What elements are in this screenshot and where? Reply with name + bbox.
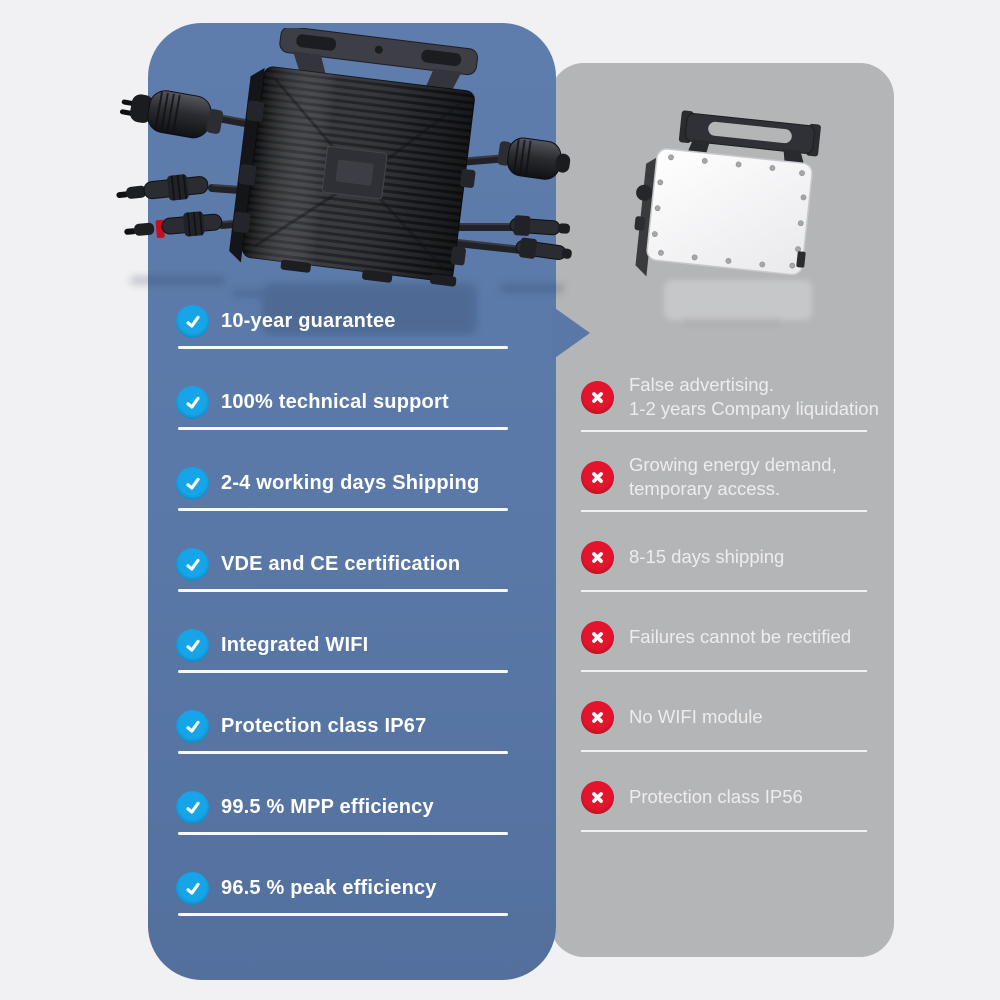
- screws: [651, 154, 807, 269]
- check-icon: [176, 386, 209, 419]
- ac-connector-right: [497, 137, 571, 180]
- drawback-item: Failures cannot be rectified: [581, 597, 873, 677]
- drawback-text: No WIFI module: [629, 705, 763, 729]
- mc4-connector-1: [116, 174, 209, 201]
- ac-connector-left: [119, 90, 224, 139]
- white-housing: [646, 148, 813, 276]
- drawback-line: Protection class IP56: [629, 786, 803, 807]
- drawback-line: temporary access.: [629, 478, 781, 499]
- speech-pointer: [552, 306, 590, 360]
- drawback-text: Growing energy demand, temporary access.: [629, 453, 837, 501]
- benefit-text: Integrated WIFI: [221, 634, 369, 656]
- check-icon: [176, 710, 209, 743]
- drawback-line: Failures cannot be rectified: [629, 626, 852, 647]
- drawback-text: Failures cannot be rectified: [629, 625, 851, 649]
- mc4-connector-2: [124, 211, 223, 239]
- check-icon: [176, 467, 209, 500]
- drawback-item: Growing energy demand, temporary access.: [581, 437, 873, 517]
- benefit-item: VDE and CE certification: [176, 524, 512, 605]
- benefit-item: Integrated WIFI: [176, 605, 512, 686]
- drawback-text: 8-15 days shipping: [629, 545, 784, 569]
- x-icon: [581, 540, 614, 574]
- x-icon: [581, 620, 614, 654]
- drawback-item: False advertising. 1-2 years Company liq…: [581, 357, 879, 437]
- drawback-line: False advertising.: [629, 374, 774, 395]
- black-micro-inverter-image: [116, 28, 572, 335]
- benefit-text: Protection class IP67: [221, 715, 427, 737]
- benefit-item: 2-4 working days Shipping: [176, 443, 512, 524]
- disadvantages-list: False advertising. 1-2 years Company liq…: [581, 357, 879, 837]
- drawback-text: False advertising. 1-2 years Company liq…: [629, 373, 879, 421]
- drawback-item: Protection class IP56: [581, 757, 873, 837]
- check-icon: [176, 872, 209, 905]
- benefit-item: 100% technical support: [176, 362, 512, 443]
- benefit-item: 10-year guarantee: [176, 281, 512, 362]
- drawback-line: Growing energy demand,: [629, 454, 837, 475]
- check-icon: [176, 548, 209, 581]
- x-icon: [581, 460, 614, 494]
- inverter-body-group: [229, 28, 478, 287]
- black-inverter-reflection: [130, 276, 564, 335]
- white-inverter-reflection: [664, 280, 812, 326]
- white-micro-inverter-image: [634, 110, 821, 326]
- drawback-text: Protection class IP56: [629, 785, 803, 809]
- drawback-item: No WIFI module: [581, 677, 873, 757]
- check-icon: [176, 791, 209, 824]
- benefit-text: 99.5 % MPP efficiency: [221, 796, 434, 818]
- benefit-item: 99.5 % MPP efficiency: [176, 767, 512, 848]
- x-icon: [581, 380, 614, 414]
- check-icon: [176, 629, 209, 662]
- side-ports: [232, 100, 476, 266]
- benefit-text: VDE and CE certification: [221, 553, 461, 575]
- side-tab: [796, 251, 806, 268]
- bottom-feet: [280, 259, 457, 287]
- x-icon: [581, 780, 614, 814]
- benefit-text: 96.5 % peak efficiency: [221, 877, 437, 899]
- benefit-item: Protection class IP67: [176, 686, 512, 767]
- white-inverter-body-group: [634, 110, 821, 277]
- benefit-text: 2-4 working days Shipping: [221, 472, 480, 494]
- benefit-text: 10-year guarantee: [221, 310, 396, 332]
- benefit-text: 100% technical support: [221, 391, 449, 413]
- mc4-connector-3: [509, 215, 571, 236]
- mc4-connector-4: [515, 237, 572, 261]
- drawback-line: 1-2 years Company liquidation: [629, 398, 879, 419]
- advantages-list: 10-year guarantee 100% technical support…: [176, 281, 512, 929]
- benefit-item: 96.5 % peak efficiency: [176, 848, 512, 929]
- check-icon: [176, 305, 209, 338]
- drawback-line: No WIFI module: [629, 706, 763, 727]
- x-icon: [581, 700, 614, 734]
- drawback-item: 8-15 days shipping: [581, 517, 873, 597]
- drawback-line: 8-15 days shipping: [629, 546, 785, 567]
